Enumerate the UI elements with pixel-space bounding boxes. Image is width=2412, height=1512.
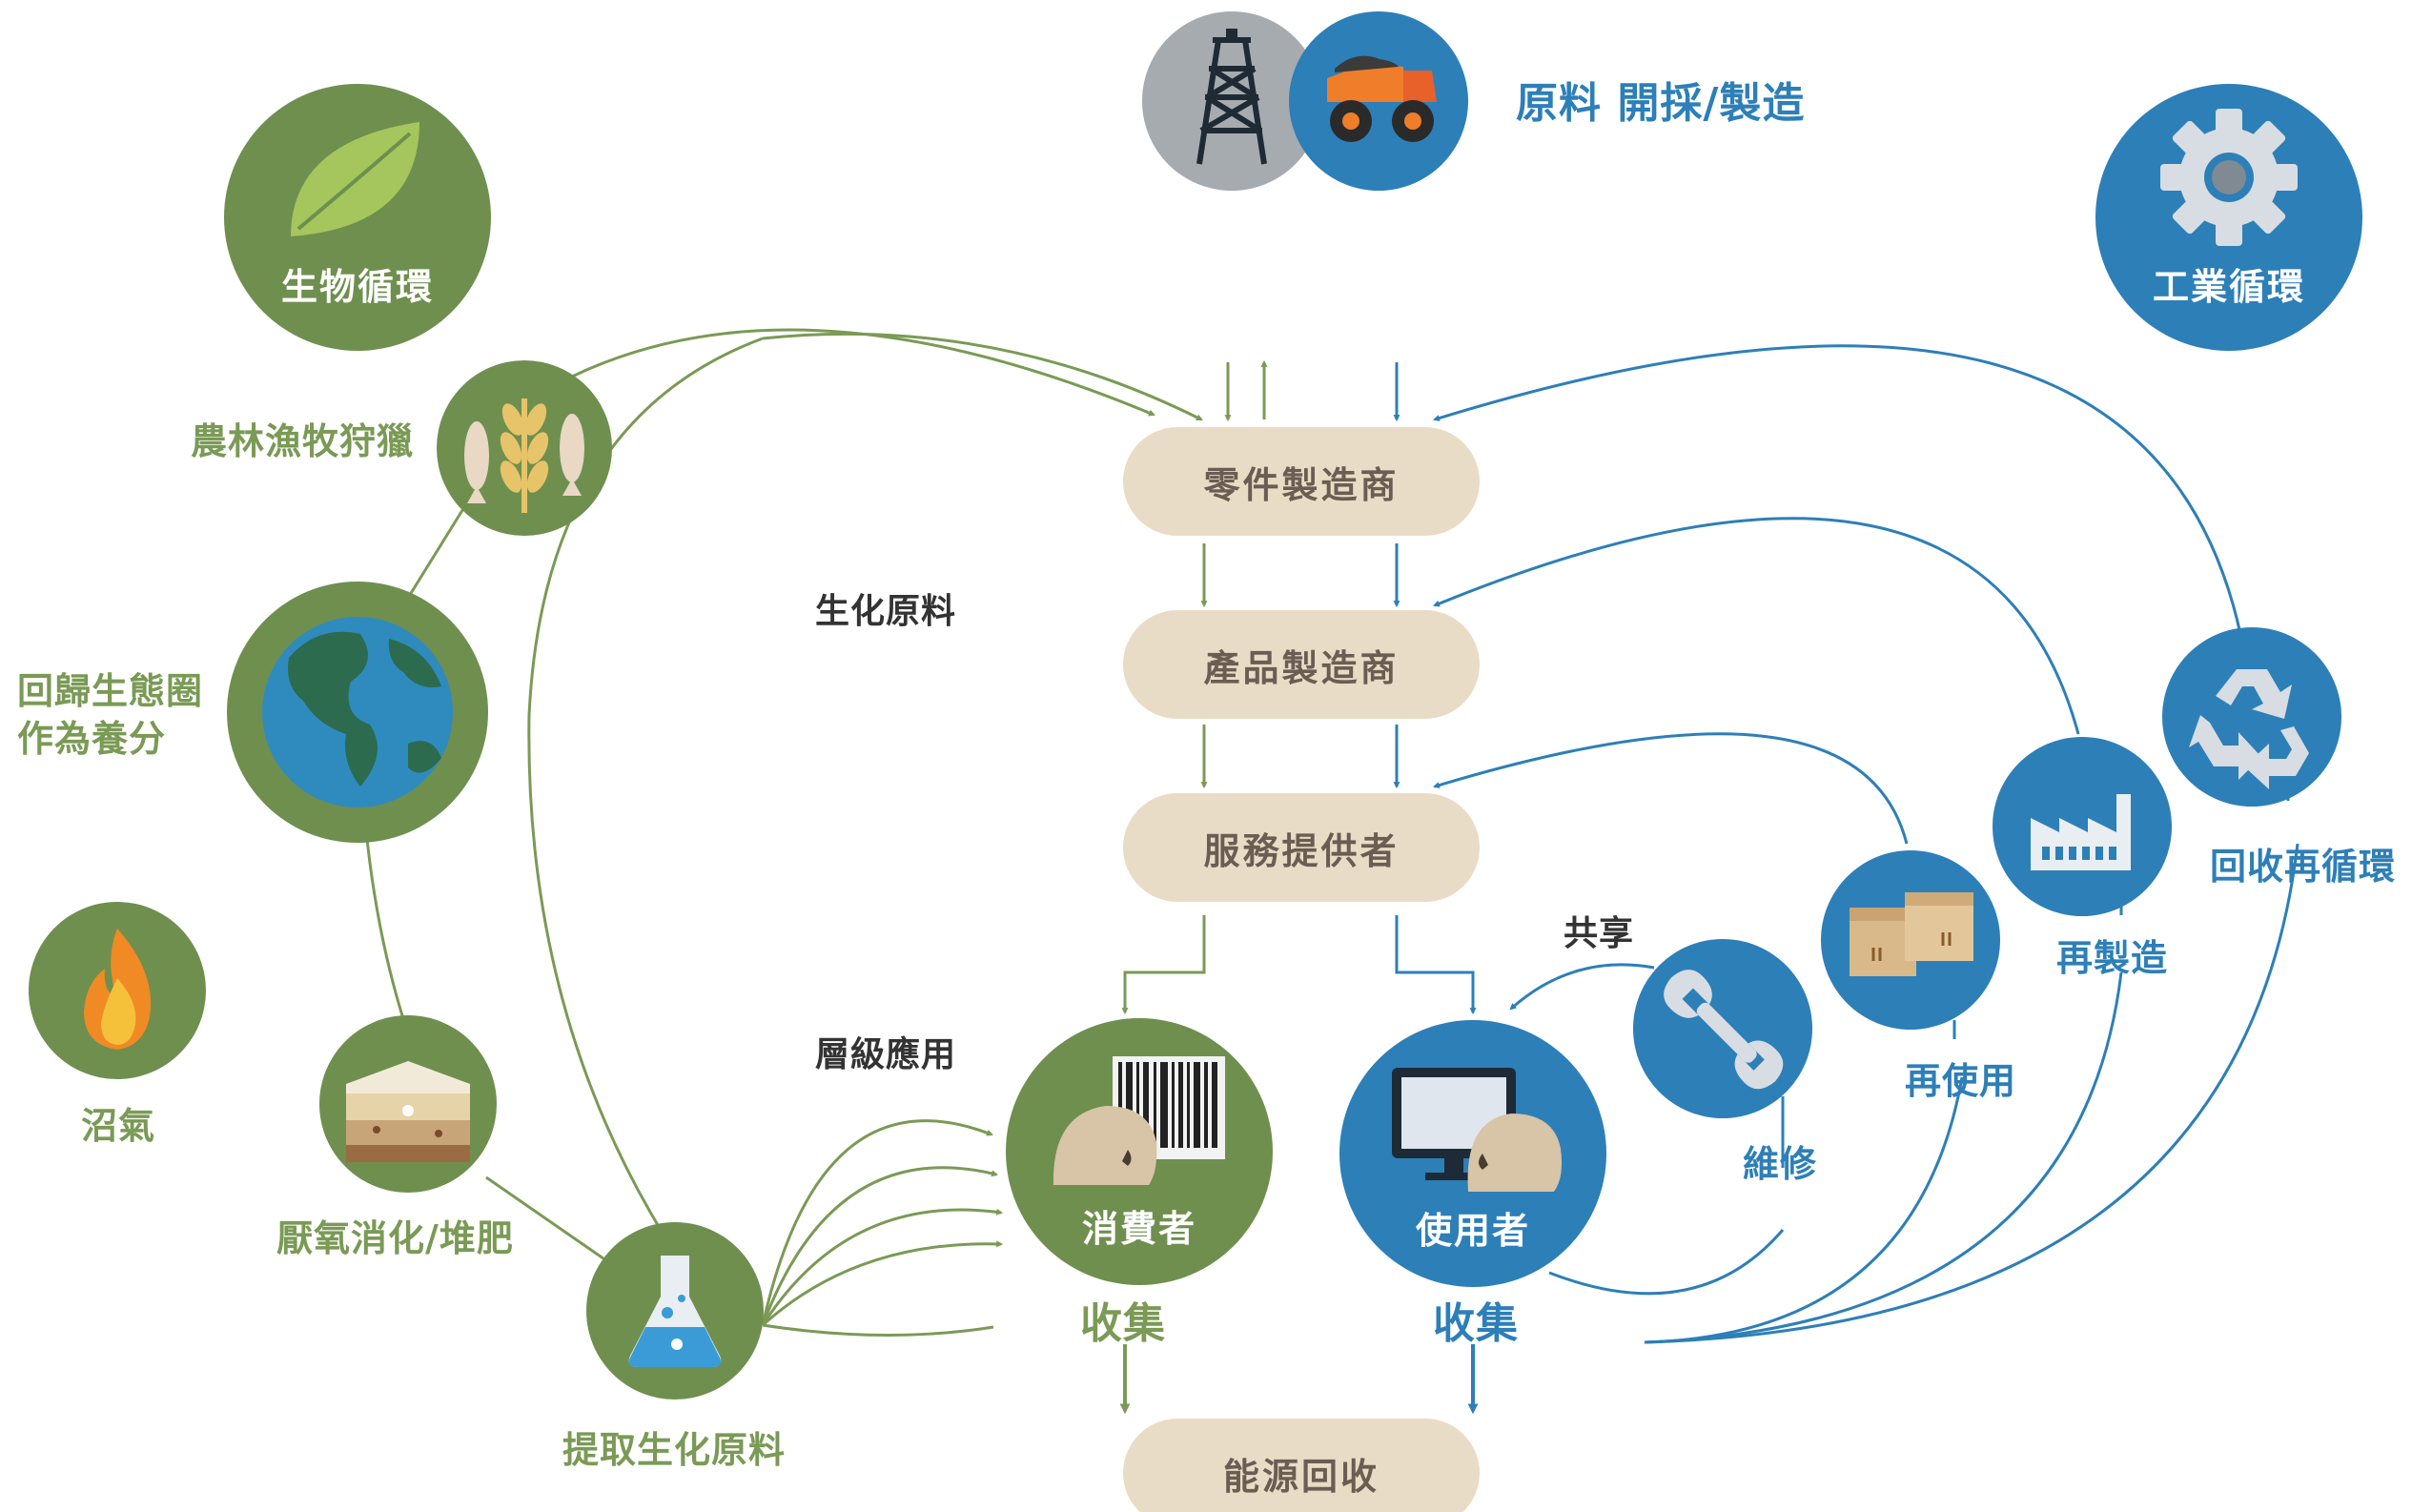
- user-node: 使用者: [1339, 1020, 1606, 1287]
- anaerobic-digestion-node: [319, 1015, 497, 1193]
- service-provider-box: 服務提供者: [1123, 793, 1480, 902]
- consumer-node: 消費者: [1006, 1018, 1273, 1285]
- reuse-node: [1821, 850, 2000, 1030]
- return-to-biosphere-label: 回歸生態圈 作為養分: [17, 667, 203, 763]
- flask-icon: [628, 1256, 722, 1367]
- recycle-node: [2162, 627, 2341, 807]
- technical-supply-arrows: [1393, 362, 1479, 1415]
- user-collect-label: 收集: [1433, 1299, 1519, 1348]
- mining-truck-badge: [1289, 11, 1468, 191]
- parts-manufacturer-box: 零件製造商: [1123, 427, 1480, 536]
- oil-rig-icon: [1196, 29, 1267, 165]
- share-label: 共享: [1564, 914, 1635, 953]
- return-label-line2: 作為養分: [17, 718, 167, 760]
- leaf-icon: [291, 122, 419, 236]
- maintenance-node: [1633, 939, 1812, 1118]
- biochem-material-label: 生化原料: [815, 592, 957, 631]
- industrial-cycle-badge: 工業循環: [2095, 84, 2362, 351]
- earth-node: [227, 582, 488, 843]
- product-manufacturer-box: 產品製造商: [1123, 610, 1480, 719]
- factory-icon: [2031, 794, 2131, 870]
- fire-icon: [84, 929, 152, 1050]
- remanufacture-label: 再製造: [2056, 937, 2169, 979]
- user-computer-icon: [1392, 1068, 1563, 1192]
- soil-layers-icon: [346, 1061, 470, 1162]
- boxes-icon: [1850, 892, 1973, 976]
- consumer-barcode-icon: [1053, 1056, 1225, 1185]
- industrial-cycle-title: 工業循環: [2152, 266, 2305, 308]
- biogas-node: [29, 902, 206, 1079]
- recycle-label: 回收再循環: [2210, 846, 2397, 888]
- consumer-title: 消費者: [1081, 1208, 1196, 1250]
- raw-material-label: 原料 開採/製造: [1516, 79, 1806, 128]
- biological-supply-arrows: [571, 328, 1268, 1415]
- oil-rig-badge: [1142, 11, 1321, 191]
- consumer-collect-label: 收集: [1080, 1299, 1166, 1348]
- biogas-label: 沼氣: [81, 1105, 156, 1147]
- recycle-icon: [2189, 669, 2309, 789]
- maintenance-label: 維修: [1743, 1143, 1818, 1185]
- energy-recovery-box: 能源回收: [1123, 1419, 1480, 1512]
- earth-icon: [262, 617, 453, 807]
- gear-icon: [2160, 109, 2298, 246]
- biological-cycle-badge: 生物循環: [224, 84, 491, 351]
- cascade-label: 層級應用: [815, 1035, 957, 1074]
- farming-node: [437, 360, 612, 536]
- wheat-fish-icon: [464, 398, 584, 513]
- cascade-arcs: [761, 1119, 1004, 1337]
- anaerobic-digestion-label: 厭氧消化/堆肥: [276, 1217, 514, 1259]
- extract-biochem-label: 提取生化原料: [562, 1429, 787, 1471]
- user-title: 使用者: [1415, 1210, 1530, 1252]
- technical-loops: [1432, 344, 2300, 1344]
- biological-cycle-title: 生物循環: [280, 266, 434, 308]
- extract-biochem-node: [586, 1222, 764, 1400]
- farming-label: 農林漁牧狩獵: [191, 420, 415, 462]
- remanufacture-node: [1993, 737, 2172, 916]
- wrench-icon: [1664, 970, 1784, 1090]
- mining-truck-icon: [1327, 55, 1437, 142]
- reuse-label: 再使用: [1905, 1060, 2017, 1102]
- return-label-line1: 回歸生態圈: [17, 670, 204, 712]
